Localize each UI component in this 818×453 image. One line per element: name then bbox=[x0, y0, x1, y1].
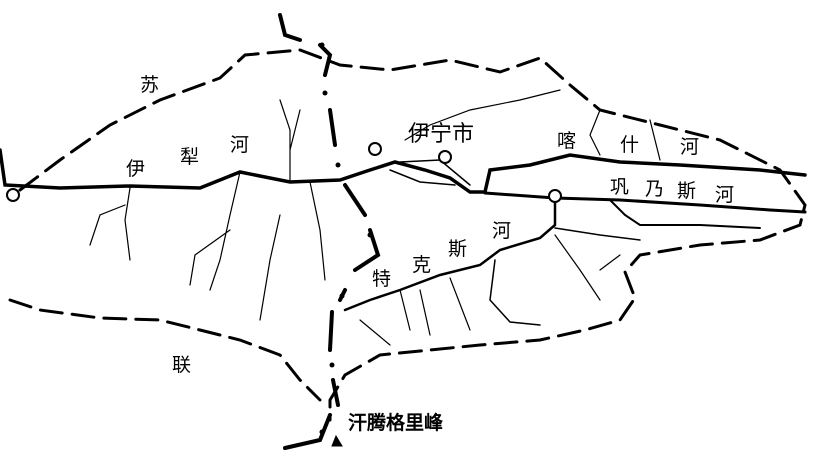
city-marker bbox=[6, 188, 20, 202]
gongnaisi-river-label: 斯 bbox=[677, 180, 697, 202]
kashi-river-label: 河 bbox=[680, 136, 700, 158]
country-label-1: 苏 bbox=[140, 74, 160, 96]
peak-label: 汗腾格里峰 bbox=[348, 412, 444, 434]
city-marker bbox=[548, 189, 562, 203]
yili-river-label: 河 bbox=[230, 134, 250, 156]
gongnaisi-river-label: 乃 bbox=[645, 178, 665, 200]
kashi-river-label: 喀 bbox=[557, 130, 577, 152]
country-label-2: 联 bbox=[172, 354, 192, 376]
national-border bbox=[278, 13, 381, 450]
gongnaisi-river-label: 巩 bbox=[610, 176, 630, 198]
yili-river-label: 犁 bbox=[180, 146, 200, 168]
peak-icon bbox=[331, 434, 343, 447]
kashi-river-label: 什 bbox=[620, 134, 640, 156]
tekesi-river-label: 克 bbox=[412, 254, 432, 276]
tekesi-river bbox=[343, 196, 557, 312]
yining-city-label: 伊宁市 bbox=[408, 122, 475, 147]
gongnaisi-river-label: 河 bbox=[715, 184, 735, 206]
yili-river-label: 伊 bbox=[126, 158, 146, 180]
gongnaisi-river bbox=[483, 191, 807, 214]
tekesi-river-label: 特 bbox=[372, 268, 392, 290]
yili-river bbox=[0, 148, 807, 194]
tekesi-river-label: 河 bbox=[492, 220, 512, 242]
basin-boundary-west bbox=[8, 298, 322, 402]
tekesi-river-label: 斯 bbox=[448, 238, 468, 260]
city-marker bbox=[438, 150, 452, 164]
city-marker-yining bbox=[368, 142, 382, 156]
basin-boundary bbox=[18, 48, 807, 422]
